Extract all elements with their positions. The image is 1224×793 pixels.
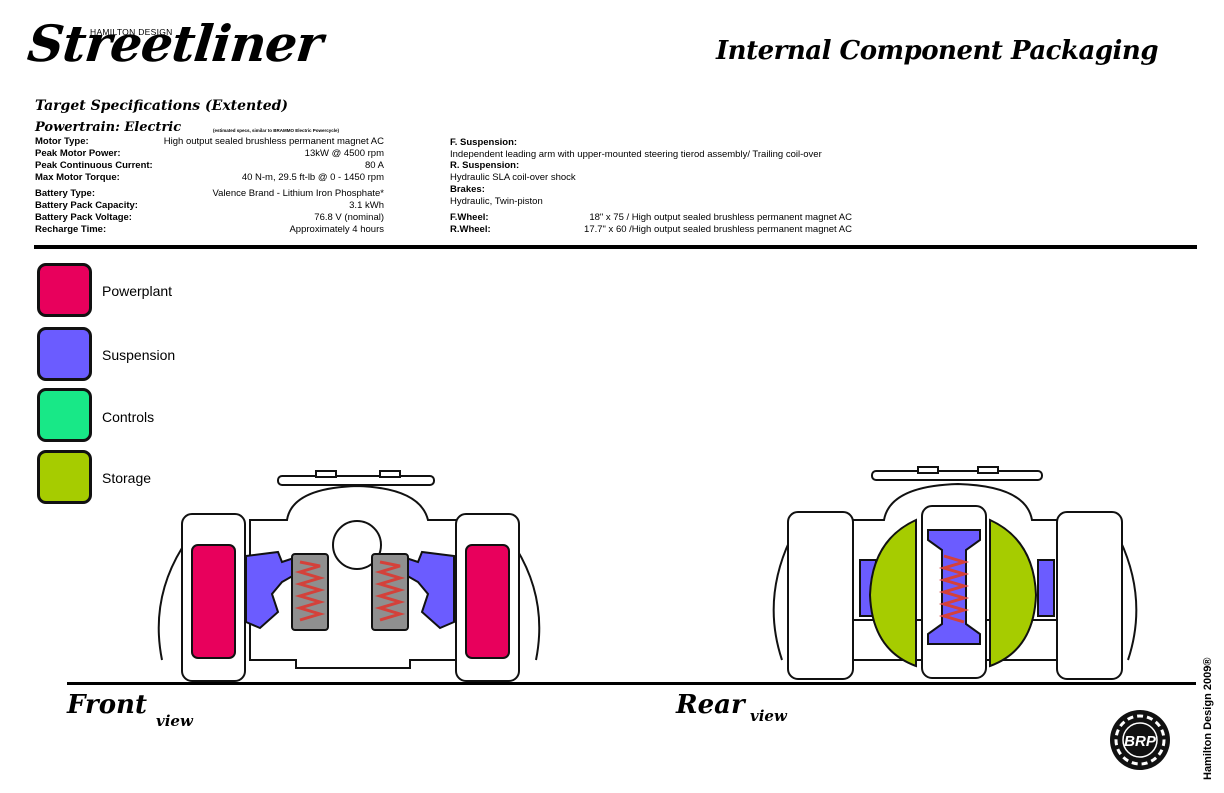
spec-value: High output sealed brushless permanent m… bbox=[163, 136, 384, 147]
ground-line bbox=[67, 682, 1196, 685]
legend-swatch-suspension bbox=[37, 327, 92, 381]
front-hub-motor-right bbox=[465, 544, 510, 659]
rear-suspension-center bbox=[927, 529, 981, 645]
rear-storage-right bbox=[989, 518, 1038, 668]
rear-mirror-left bbox=[917, 466, 939, 474]
front-fender-left bbox=[157, 547, 183, 661]
legend-label-suspension: Suspension bbox=[102, 347, 176, 363]
legend-swatch-controls bbox=[37, 388, 92, 442]
spec-value: 40 N-m, 29.5 ft-lb @ 0 - 1450 rpm bbox=[241, 172, 384, 183]
front-handlebar bbox=[277, 475, 435, 486]
powertrain-heading: Powertrain: Electric bbox=[35, 120, 182, 135]
rear-view-drawing bbox=[772, 466, 1138, 680]
front-spring-left bbox=[294, 560, 326, 622]
spec-key: Recharge Time: bbox=[35, 224, 107, 235]
rear-fender-right bbox=[1119, 539, 1138, 661]
spec-key: Battery Type: bbox=[35, 188, 96, 199]
front-mirror-left bbox=[315, 470, 337, 478]
rear-view-sub: view bbox=[750, 707, 787, 725]
spec-key: Battery Pack Capacity: bbox=[35, 200, 138, 211]
rear-suspension-right bbox=[1037, 559, 1055, 617]
legend-label-powerplant: Powerplant bbox=[102, 283, 173, 299]
rear-mirror-right bbox=[977, 466, 999, 474]
rear-suspension-value: Hydraulic SLA coil-over shock bbox=[450, 172, 576, 183]
spec-value: 3.1 kWh bbox=[349, 200, 384, 211]
rear-wheel-right bbox=[1056, 511, 1123, 680]
rear-fender-left bbox=[772, 539, 791, 661]
legend-swatch-storage bbox=[37, 450, 92, 504]
spec-key: Battery Pack Voltage: bbox=[35, 212, 132, 223]
wheel-key: F.Wheel: bbox=[450, 212, 489, 223]
spec-value: Approximately 4 hours bbox=[289, 224, 384, 235]
spec-value: 76.8 V (nominal) bbox=[314, 212, 384, 223]
page-title: Internal Component Packaging bbox=[716, 36, 1159, 66]
front-suspension-value: Independent leading arm with upper-mount… bbox=[450, 149, 822, 160]
legend-swatch-powerplant bbox=[37, 263, 92, 317]
front-view-drawing bbox=[157, 470, 541, 682]
rear-view-label: Rear bbox=[676, 690, 745, 720]
spec-value: 13kW @ 4500 rpm bbox=[304, 148, 384, 159]
brakes-value: Hydraulic, Twin-piston bbox=[450, 196, 543, 207]
brp-logo-text: BRP bbox=[1124, 733, 1157, 750]
rear-handlebar bbox=[871, 470, 1043, 481]
front-fender-right bbox=[515, 547, 541, 661]
front-mirror-right bbox=[379, 470, 401, 478]
copyright: Hamilton Design 2009® bbox=[1202, 657, 1214, 780]
powertrain-note: (estimated specs, similar to BRAMMO Elec… bbox=[213, 128, 340, 133]
legend-label-controls: Controls bbox=[102, 409, 155, 425]
front-headlight bbox=[332, 520, 382, 570]
spec-key: Motor Type: bbox=[35, 136, 89, 147]
header-divider bbox=[34, 245, 1197, 249]
spec-value: 80 A bbox=[364, 160, 384, 171]
brp-logo: BRP bbox=[1110, 710, 1170, 770]
brakes-label: Brakes: bbox=[450, 184, 485, 195]
front-suspension-label: F. Suspension: bbox=[450, 137, 518, 148]
spec-key: Peak Motor Power: bbox=[35, 148, 121, 159]
brand-subtitle: HAMILTON DESIGN bbox=[90, 27, 173, 37]
specs-heading: Target Specifications (Extented) bbox=[35, 98, 289, 114]
front-hub-motor-left bbox=[191, 544, 236, 659]
legend-label-storage: Storage bbox=[102, 470, 152, 486]
spec-key: Peak Continuous Current: bbox=[35, 160, 153, 171]
spec-value: Valence Brand - Lithium Iron Phosphate* bbox=[212, 188, 384, 199]
rear-suspension-label: R. Suspension: bbox=[450, 160, 520, 171]
rear-spring bbox=[938, 554, 970, 624]
rear-storage-left bbox=[868, 518, 917, 668]
wheel-value: 18" x 75 / High output sealed brushless … bbox=[589, 212, 852, 223]
rear-wheel-left bbox=[787, 511, 854, 680]
spec-key: Max Motor Torque: bbox=[35, 172, 120, 183]
front-view-label: Front bbox=[67, 690, 147, 720]
wheel-value: 17.7" x 60 /High output sealed brushless… bbox=[584, 224, 852, 235]
front-view-sub: view bbox=[156, 712, 193, 730]
front-spring-right bbox=[374, 560, 406, 622]
wheel-key: R.Wheel: bbox=[450, 224, 491, 235]
